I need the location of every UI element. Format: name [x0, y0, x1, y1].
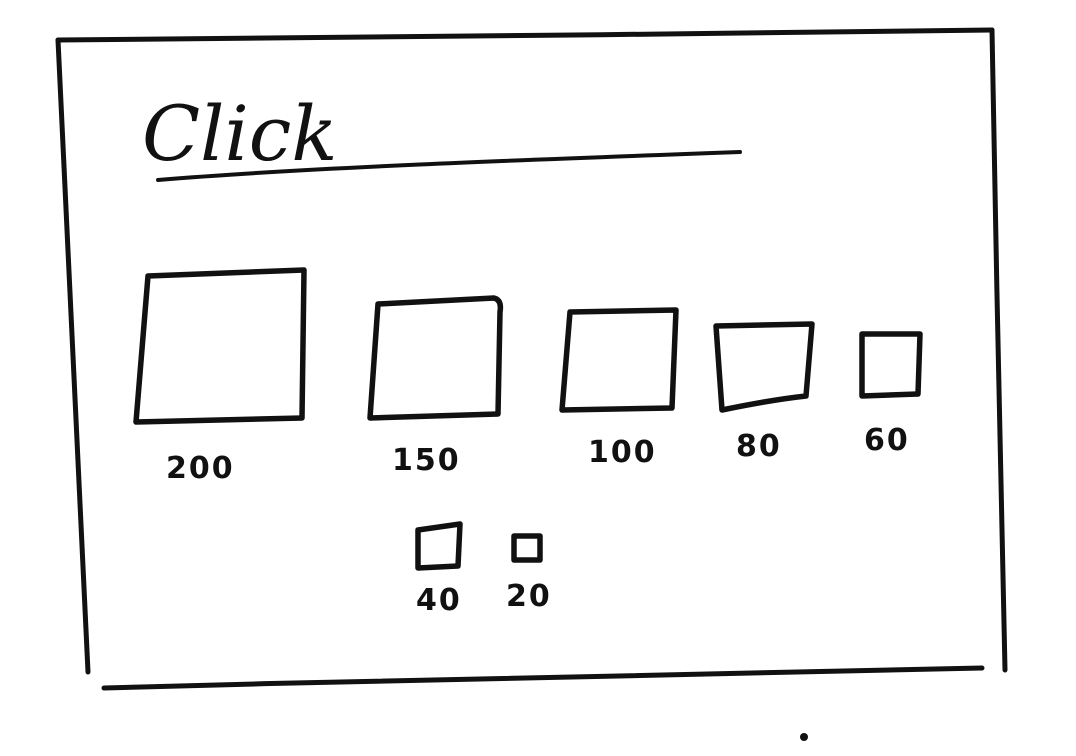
target-label-150: 150	[392, 443, 461, 478]
title-underline	[156, 150, 742, 182]
target-box-100[interactable]: 100	[559, 307, 679, 470]
target-box-200[interactable]: 200	[133, 267, 307, 486]
target-label-200: 200	[166, 451, 235, 486]
target-label-40: 40	[416, 583, 462, 618]
target-label-60: 60	[864, 423, 910, 458]
page-title-text: Click	[142, 89, 337, 178]
target-box-150[interactable]: 150	[367, 295, 504, 478]
target-label-100: 100	[588, 435, 657, 470]
page-title: Click	[142, 89, 742, 182]
window-frame	[55, 27, 1008, 691]
target-box-60[interactable]: 60	[859, 331, 923, 458]
target-label-80: 80	[736, 429, 782, 464]
target-box-20[interactable]: 20	[506, 533, 552, 614]
target-box-40[interactable]: 40	[415, 521, 463, 618]
target-box-80[interactable]: 80	[713, 321, 815, 464]
stray-dot	[800, 733, 808, 741]
target-label-20: 20	[506, 579, 552, 614]
